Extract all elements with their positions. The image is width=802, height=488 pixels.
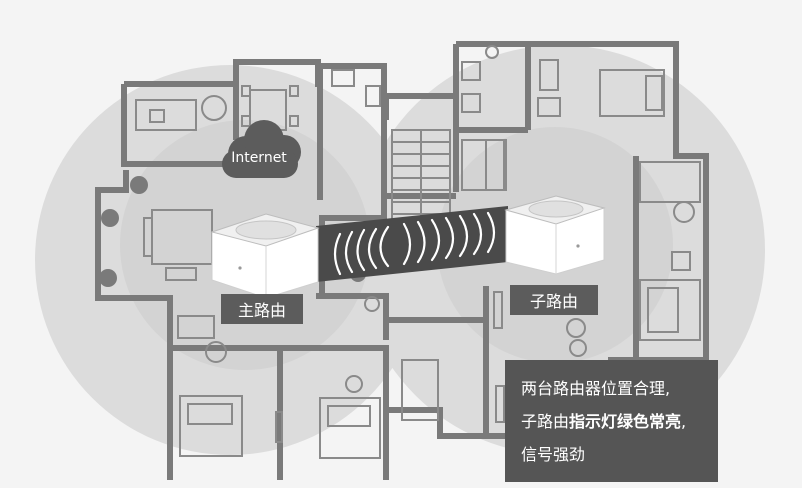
note-box: 两台路由器位置合理, 子路由指示灯绿色常亮, 信号强劲 (505, 360, 718, 482)
note-line-2-prefix: 子路由 (521, 412, 570, 431)
signal-band (316, 206, 508, 282)
right-furniture (401, 45, 701, 423)
left-apartment-walls (95, 59, 389, 480)
note-line-2-suffix: , (681, 412, 687, 431)
left-furniture (135, 69, 381, 459)
note-line-2-bold: 指示灯绿色常亮 (569, 412, 682, 431)
right-apartment-walls (386, 41, 709, 439)
sub-router-icon (504, 195, 606, 275)
note-line-2: 子路由指示灯绿色常亮, (521, 405, 708, 438)
cloud-icon (222, 120, 301, 178)
signal-waves (333, 211, 496, 276)
note-line-1: 两台路由器位置合理, (521, 379, 671, 398)
sub-router-label: 子路由 (510, 285, 598, 315)
internet-label: Internet (231, 150, 287, 166)
main-router-label: 主路由 (221, 294, 303, 324)
note-line-3: 信号强劲 (521, 445, 586, 464)
main-router-icon (210, 213, 320, 299)
